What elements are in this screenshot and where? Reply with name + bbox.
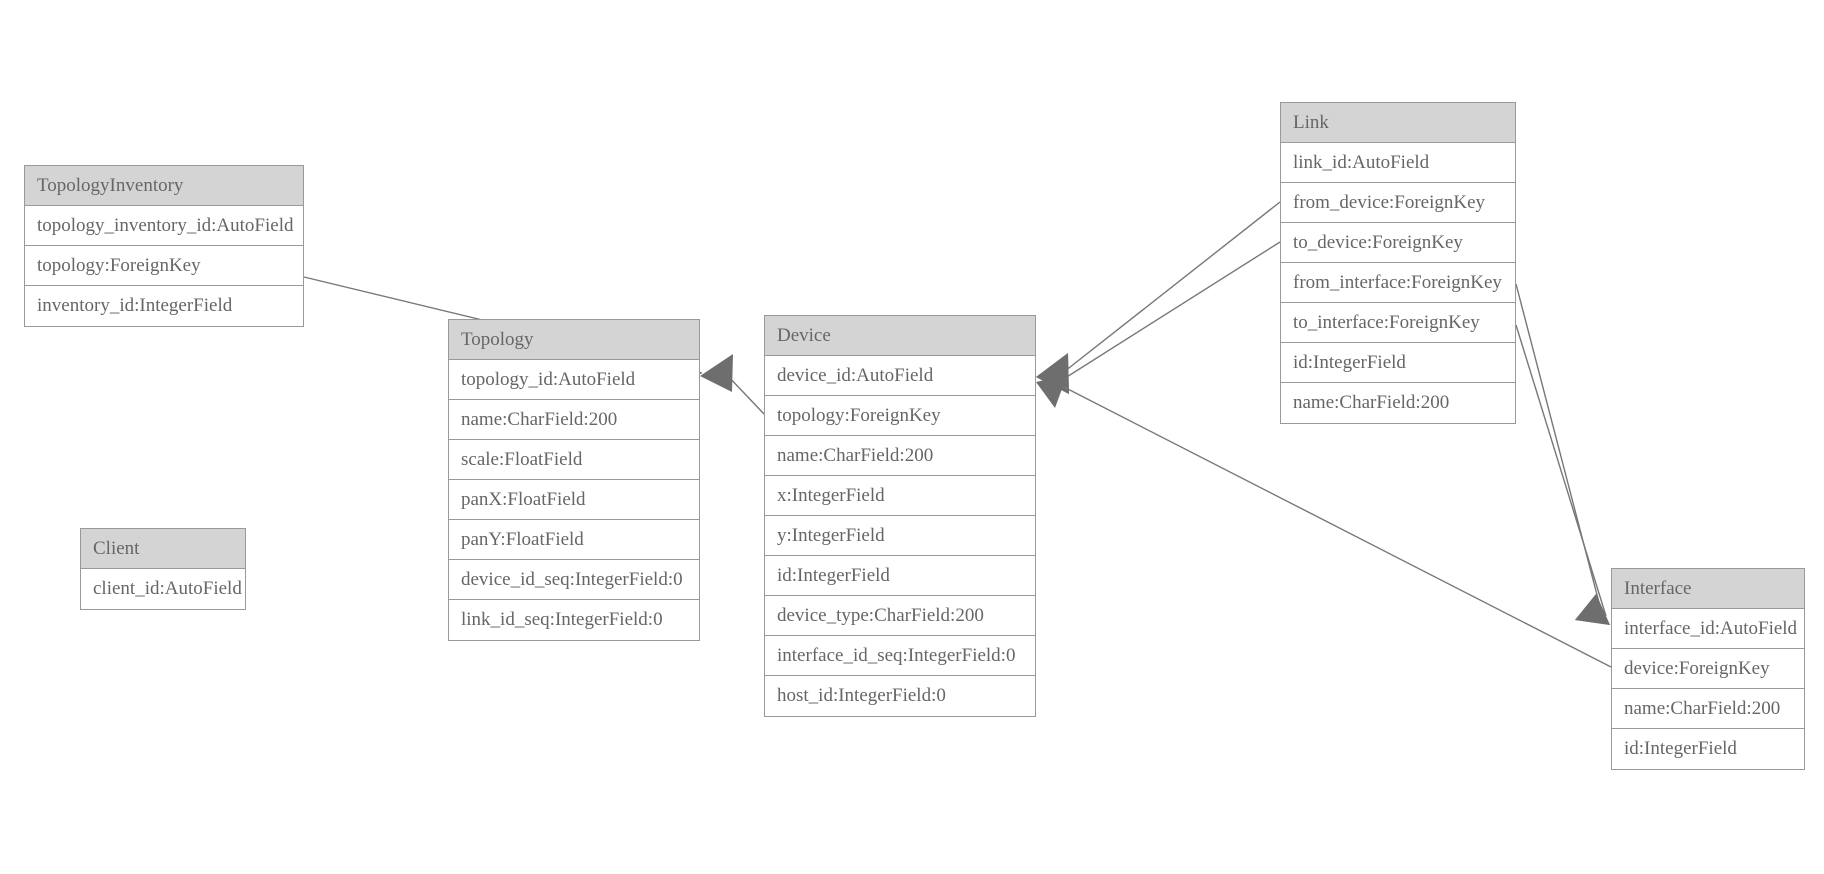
entity-field[interactable]: id:IntegerField [1612, 729, 1804, 769]
relation-line [1059, 201, 1281, 376]
entity-field[interactable]: y:IntegerField [765, 516, 1035, 556]
rel-device-topology [700, 354, 765, 415]
entity-field[interactable]: link_id_seq:IntegerField:0 [449, 600, 699, 640]
entity-field[interactable]: name:CharField:200 [449, 400, 699, 440]
rel-link-to-interface [1515, 324, 1610, 625]
entity-field[interactable]: panY:FloatField [449, 520, 699, 560]
entity-field[interactable]: from_device:ForeignKey [1281, 183, 1515, 223]
entity-field[interactable]: scale:FloatField [449, 440, 699, 480]
entity-field[interactable]: to_device:ForeignKey [1281, 223, 1515, 263]
entity-title-device: Device [765, 316, 1035, 356]
entity-title-link: Link [1281, 103, 1515, 143]
entity-field[interactable]: inventory_id:IntegerField [25, 286, 303, 326]
entity-field[interactable]: client_id:AutoField [81, 569, 245, 609]
relation-line [725, 373, 765, 415]
entity-field[interactable]: device:ForeignKey [1612, 649, 1804, 689]
entity-title-topologyinventory: TopologyInventory [25, 166, 303, 206]
rel-link-from-device [1036, 201, 1281, 394]
entity-field[interactable]: topology:ForeignKey [25, 246, 303, 286]
relation-arrowhead [700, 354, 733, 392]
entity-field[interactable]: from_interface:ForeignKey [1281, 263, 1515, 303]
entity-field[interactable]: topology_inventory_id:AutoField [25, 206, 303, 246]
entity-field[interactable]: id:IntegerField [765, 556, 1035, 596]
relation-arrowhead [1036, 375, 1067, 408]
entity-field[interactable]: topology_id:AutoField [449, 360, 699, 400]
relation-line [1515, 324, 1607, 617]
entity-field[interactable]: device_id:AutoField [765, 356, 1035, 396]
relation-line [1061, 241, 1281, 381]
rel-interface-device [1036, 375, 1612, 668]
entity-field[interactable]: interface_id:AutoField [1612, 609, 1804, 649]
entity-title-client: Client [81, 529, 245, 569]
entity-field[interactable]: to_interface:ForeignKey [1281, 303, 1515, 343]
entity-field[interactable]: x:IntegerField [765, 476, 1035, 516]
rel-link-from-interface [1515, 283, 1610, 625]
entity-field[interactable]: device_id_seq:IntegerField:0 [449, 560, 699, 600]
entity-field[interactable]: host_id:IntegerField:0 [765, 676, 1035, 716]
relation-line [1059, 384, 1612, 668]
entity-field[interactable]: link_id:AutoField [1281, 143, 1515, 183]
entity-field[interactable]: panX:FloatField [449, 480, 699, 520]
entity-title-interface: Interface [1612, 569, 1804, 609]
relation-edge-layer [303, 201, 1612, 668]
entity-field[interactable]: interface_id_seq:IntegerField:0 [765, 636, 1035, 676]
relation-arrowhead [1575, 594, 1610, 625]
entity-field[interactable]: name:CharField:200 [765, 436, 1035, 476]
entity-title-topology: Topology [449, 320, 699, 360]
entity-field[interactable]: device_type:CharField:200 [765, 596, 1035, 636]
entity-field[interactable]: id:IntegerField [1281, 343, 1515, 383]
relation-line [1515, 283, 1603, 615]
entity-field[interactable]: name:CharField:200 [1281, 383, 1515, 423]
entity-field[interactable]: topology:ForeignKey [765, 396, 1035, 436]
entity-field[interactable]: name:CharField:200 [1612, 689, 1804, 729]
rel-link-to-device [1036, 241, 1281, 394]
